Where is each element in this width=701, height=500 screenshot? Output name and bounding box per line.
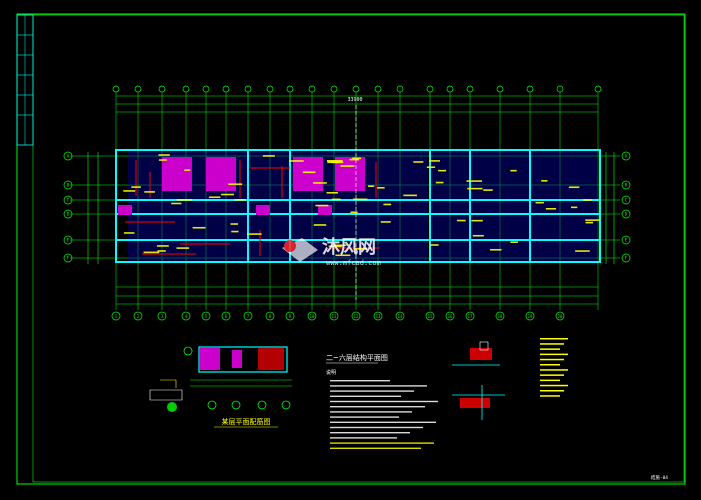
svg-text:18: 18 (498, 314, 503, 319)
svg-text:B: B (625, 183, 628, 188)
sheet-frame (16, 13, 686, 485)
svg-text:14: 14 (398, 314, 403, 319)
grid-bubbles-right: A B C D E F (621, 151, 631, 263)
grid-bubble: C (63, 195, 73, 205)
grid-bubble: 10 (307, 311, 317, 321)
grid-bubble: 8 (265, 311, 275, 321)
svg-text:D: D (67, 212, 70, 217)
svg-text:13: 13 (376, 314, 381, 319)
svg-text:A: A (67, 154, 70, 159)
wall-outline (115, 149, 601, 263)
svg-text:5: 5 (205, 314, 208, 319)
grid-bubble: 12 (351, 311, 361, 321)
grid-bubble: B (63, 180, 73, 190)
grid-bubble: F (621, 253, 631, 263)
drawing-id: 结施-04 (651, 474, 668, 481)
grid-bubble: C (621, 195, 631, 205)
svg-text:19: 19 (528, 314, 533, 319)
grid-bubble: D (621, 209, 631, 219)
notes-block: 二~六层结构平面图 说明 (326, 353, 438, 449)
grid-bubble: 1 (111, 311, 121, 321)
grid-bubbles-top (112, 85, 602, 93)
grid-bubble: E (621, 235, 631, 245)
title-block-strip (16, 14, 34, 146)
grid-bubble: 18 (495, 311, 505, 321)
grid-bubble: 6 (221, 311, 231, 321)
grid-bubble: 4 (181, 311, 191, 321)
side-dimension-lines (87, 152, 615, 264)
notes-title: 二~六层结构平面图 (326, 353, 388, 362)
grid-bubble: 17 (465, 311, 475, 321)
legend-list-icon (540, 338, 568, 397)
grid-bubble: 5 (201, 311, 211, 321)
rebar-callouts (123, 154, 600, 257)
grid-bubble: A (63, 151, 73, 161)
svg-text:12: 12 (354, 314, 359, 319)
top-overall-dimension: 33900 (347, 97, 362, 103)
svg-text:C: C (625, 198, 628, 203)
svg-text:B: B (67, 183, 70, 188)
svg-text:7: 7 (247, 314, 250, 319)
detail-section-left (149, 346, 292, 412)
grid-bubble: 15 (425, 311, 435, 321)
svg-text:15: 15 (428, 314, 433, 319)
svg-text:A: A (625, 154, 628, 159)
grid-bubble: 9 (285, 311, 295, 321)
grid-bubble: 20 (555, 311, 565, 321)
detail-section-right (452, 341, 505, 420)
svg-text:8: 8 (269, 314, 272, 319)
svg-text:F: F (67, 256, 70, 261)
mufeng-logo-icon (282, 238, 318, 262)
watermark: 沐风网 www.mfcad.com (282, 236, 381, 267)
grid-bubble: 7 (243, 311, 253, 321)
grid-bubble: 11 (329, 311, 339, 321)
notes-label: 说明 (326, 369, 336, 376)
sheet-inner-frame (32, 14, 685, 483)
svg-text:2: 2 (137, 314, 140, 319)
svg-text:11: 11 (332, 314, 337, 319)
svg-text:17: 17 (468, 314, 473, 319)
svg-text:D: D (625, 212, 628, 217)
watermark-url: www.mfcad.com (326, 259, 381, 267)
stair-blocks (118, 157, 365, 215)
bottom-dimension-lines (116, 286, 598, 305)
svg-text:6: 6 (225, 314, 228, 319)
detail-caption: 某层平面配筋图 (222, 417, 271, 426)
svg-text:E: E (67, 238, 70, 243)
svg-text:10: 10 (310, 314, 315, 319)
svg-text:3: 3 (161, 314, 164, 319)
top-dimension-lines (116, 95, 598, 113)
svg-text:1: 1 (115, 314, 118, 319)
svg-text:F: F (625, 256, 628, 261)
svg-text:E: E (625, 238, 628, 243)
svg-text:20: 20 (558, 314, 563, 319)
grid-bubble: D (63, 209, 73, 219)
watermark-brand: 沐风网 (322, 236, 376, 258)
grid-bubble: B (621, 180, 631, 190)
notes-text-lines (330, 380, 438, 449)
grid-bubbles-left: A B C D E F (63, 151, 73, 263)
svg-text:C: C (67, 198, 70, 203)
svg-text:4: 4 (185, 314, 188, 319)
grid-bubble: 13 (373, 311, 383, 321)
rebar-lines (125, 160, 380, 256)
grid-bubble: 3 (157, 311, 167, 321)
grid-bubble: 14 (395, 311, 405, 321)
floor-plan: 33900 (63, 85, 631, 321)
svg-text:16: 16 (448, 314, 453, 319)
grid-bubble: F (63, 253, 73, 263)
grid-bubble: 19 (525, 311, 535, 321)
grid-bubble: E (63, 235, 73, 245)
svg-text:9: 9 (289, 314, 292, 319)
grid-bubble: 16 (445, 311, 455, 321)
grid-bubble: A (621, 151, 631, 161)
grid-bubble: 2 (133, 311, 143, 321)
